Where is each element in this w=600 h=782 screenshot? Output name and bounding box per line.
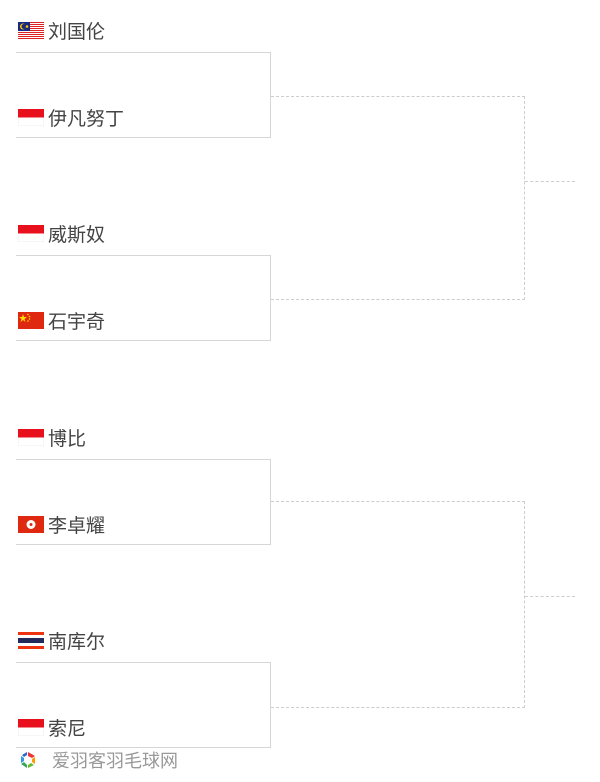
indonesia-flag-icon xyxy=(18,428,44,446)
watermark: 爱羽客羽毛球网 xyxy=(18,747,178,773)
player-name: 石宇奇 xyxy=(48,310,106,333)
indonesia-flag-icon xyxy=(18,718,44,736)
connector-semi-1 xyxy=(271,96,525,300)
player-bottom[interactable]: 李卓耀 xyxy=(18,513,106,537)
china-flag-icon xyxy=(18,311,44,329)
match-box xyxy=(16,459,271,545)
thailand-flag-icon xyxy=(18,631,44,649)
player-top[interactable]: 威斯奴 xyxy=(18,222,106,246)
logo-icon xyxy=(21,752,35,768)
match-box xyxy=(16,662,271,748)
match-box xyxy=(16,52,271,138)
player-bottom[interactable]: 石宇奇 xyxy=(18,309,106,333)
connector-final-1 xyxy=(525,181,575,182)
indonesia-flag-icon xyxy=(18,224,44,242)
player-name: 伊凡努丁 xyxy=(48,107,125,130)
player-name: 威斯奴 xyxy=(48,223,106,246)
player-name: 李卓耀 xyxy=(48,514,106,537)
malaysia-flag-icon xyxy=(18,21,44,39)
indonesia-flag-icon xyxy=(18,108,44,126)
player-name: 刘国伦 xyxy=(48,20,106,43)
player-top[interactable]: 博比 xyxy=(18,426,87,450)
player-top[interactable]: 刘国伦 xyxy=(18,19,106,43)
player-name: 索尼 xyxy=(48,717,87,740)
player-bottom[interactable]: 索尼 xyxy=(18,716,87,740)
player-name: 博比 xyxy=(48,427,87,450)
player-top[interactable]: 南库尔 xyxy=(18,629,106,653)
hong-kong-flag-icon xyxy=(18,515,44,533)
connector-semi-2 xyxy=(271,501,525,708)
player-bottom[interactable]: 伊凡努丁 xyxy=(18,106,125,130)
connector-final-2 xyxy=(525,596,575,597)
watermark-text: 爱羽客羽毛球网 xyxy=(52,751,178,772)
match-box xyxy=(16,255,271,341)
player-name: 南库尔 xyxy=(48,630,106,653)
